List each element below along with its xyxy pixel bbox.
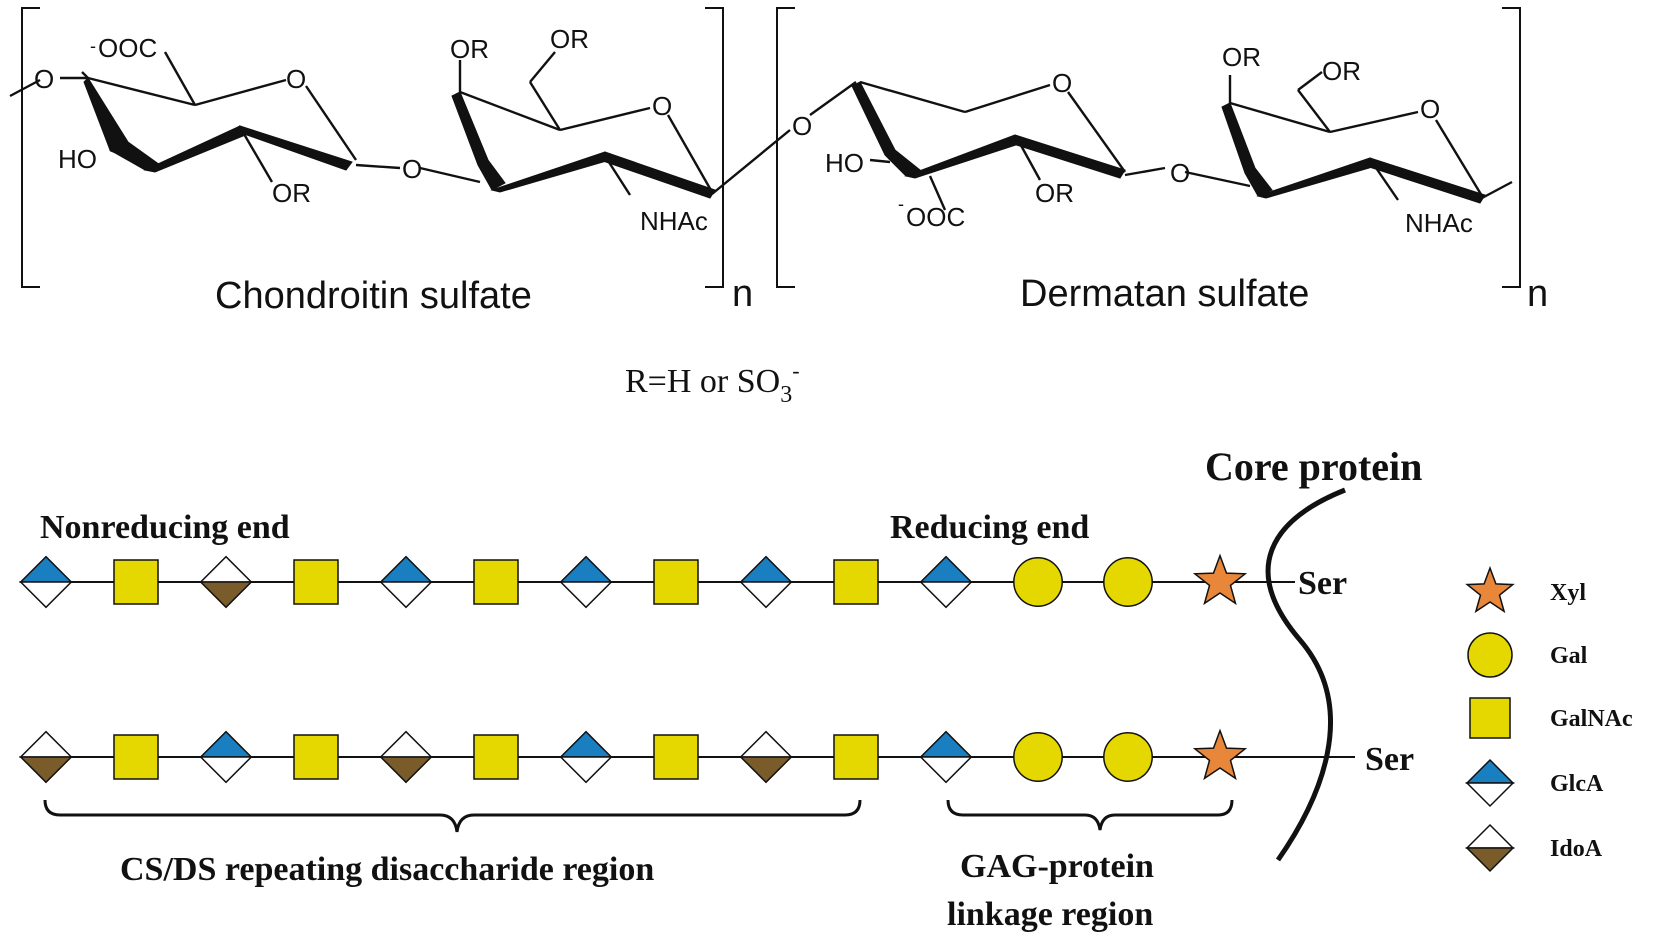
legend-label-galnac: GalNAc <box>1550 706 1633 732</box>
cs-or-c6: OR <box>550 24 589 54</box>
legend-xyl-icon <box>1465 565 1515 614</box>
cs-ho: HO <box>58 144 97 174</box>
legend-gal-icon <box>1467 632 1513 678</box>
ds-or-c4: OR <box>1222 42 1261 72</box>
cs-galnac-ring <box>419 51 791 199</box>
cs-ring-o2: O <box>652 91 672 121</box>
chain-residue-galnac-icon <box>293 734 339 780</box>
cs-subscript-n: n <box>732 273 753 315</box>
ds-name: Dermatan sulfate <box>1020 273 1309 315</box>
r-definition-sup: - <box>792 358 799 383</box>
cs-nhac: NHAc <box>640 206 708 236</box>
chain-residue-gal-icon <box>1013 557 1063 607</box>
r-definition: R=H or SO3- <box>625 358 800 408</box>
legend-label-idoa: IdoA <box>1550 836 1603 862</box>
chain-residue-xyl-icon <box>1192 728 1248 781</box>
linkage-region-label-line1: GAG-protein <box>960 848 1154 885</box>
ds-coo-charge: - <box>898 194 904 214</box>
cs-or-c4: OR <box>450 34 489 64</box>
ds-right-bracket <box>1502 7 1521 288</box>
linkage-region-label-line2: linkage region <box>947 896 1153 933</box>
core-protein-label: Core protein <box>1205 444 1422 489</box>
repeat-region-brace <box>43 799 862 833</box>
chain-residue-galnac-icon <box>833 734 879 780</box>
cs-ring-o1: O <box>286 64 306 94</box>
ds-ring-o1: O <box>1052 68 1072 98</box>
legend-glca-icon <box>1465 758 1515 808</box>
chain-residue-idoa-icon <box>378 730 434 784</box>
cs-or-c2: OR <box>272 178 311 208</box>
cs-left-bracket <box>21 7 40 288</box>
repeat-region-label: CS/DS repeating disaccharide region <box>120 851 654 888</box>
chain-row1 <box>18 553 1248 609</box>
chain-residue-glca-icon <box>558 730 614 784</box>
legend-label-xyl: Xyl <box>1550 580 1586 606</box>
chain-residue-galnac-icon <box>473 559 519 605</box>
structure-section: - OOC O O HO OR O OR OR O NHAc Chondroit… <box>9 7 1548 408</box>
legend-label-gal: Gal <box>1550 643 1588 669</box>
cs-glca-ring <box>9 51 401 183</box>
chain-residue-galnac-icon <box>653 734 699 780</box>
chain-residue-galnac-icon <box>653 559 699 605</box>
cs-coo-label: OOC <box>98 33 157 63</box>
chain-residue-galnac-icon <box>473 734 519 780</box>
chain-residue-glca-icon <box>918 555 974 609</box>
chain-residue-gal-icon <box>1013 732 1063 782</box>
ds-left-bracket <box>776 7 795 288</box>
chain-residue-galnac-icon <box>113 734 159 780</box>
chain-residue-glca-icon <box>558 555 614 609</box>
chain-residue-xyl-icon <box>1192 553 1248 606</box>
ds-idoa-ring <box>809 80 1166 211</box>
ds-subscript-n: n <box>1527 273 1548 315</box>
chain-residue-gal-icon <box>1103 557 1153 607</box>
cs-coo-charge: - <box>90 36 96 56</box>
linkage-region-brace <box>946 799 1234 831</box>
ds-glyco-o: O <box>1170 158 1190 188</box>
chain-residue-idoa-icon <box>18 730 74 784</box>
cs-name: Chondroitin sulfate <box>215 275 532 317</box>
legend-idoa-icon <box>1465 823 1515 873</box>
reducing-end-label: Reducing end <box>890 509 1089 546</box>
chain-section: Nonreducing end Reducing end Core protei… <box>18 444 1422 933</box>
ds-nhac: NHAc <box>1405 208 1473 238</box>
chain-residue-glca-icon <box>198 730 254 784</box>
chain-residue-glca-icon <box>18 555 74 609</box>
chain-residue-glca-icon <box>918 730 974 784</box>
ser-label-row1: Ser <box>1298 565 1347 602</box>
chain-residue-galnac-icon <box>113 559 159 605</box>
chain-residue-idoa-icon <box>198 555 254 609</box>
chain-residue-galnac-icon <box>833 559 879 605</box>
ser-label-row2: Ser <box>1365 741 1414 778</box>
chain-residue-galnac-icon <box>293 559 339 605</box>
r-definition-main: R=H or SO <box>625 363 780 400</box>
chain-residue-gal-icon <box>1103 732 1153 782</box>
cs-right-bracket <box>705 7 724 288</box>
ds-ho: HO <box>825 148 864 178</box>
cs-o-link-left: O <box>34 64 54 94</box>
core-protein-curve <box>1265 487 1346 862</box>
chain-residue-glca-icon <box>378 555 434 609</box>
chain-residue-idoa-icon <box>738 730 794 784</box>
chain-row2 <box>18 728 1248 784</box>
ds-ring-o2: O <box>1420 94 1440 124</box>
ds-or-c6: OR <box>1322 56 1361 86</box>
ds-atom-labels: O O HO - OOC OR O OR OR O NHAc Dermatan … <box>792 42 1548 315</box>
cs-atom-labels: - OOC O O HO OR O OR OR O NHAc Chondroit… <box>34 24 753 317</box>
cs-glyco-o: O <box>402 154 422 184</box>
legend-label-glca: GlcA <box>1550 771 1604 797</box>
ds-galnac-ring <box>1184 71 1513 204</box>
ds-coo-label: OOC <box>906 202 965 232</box>
r-definition-sub: 3 <box>780 382 792 408</box>
legend-galnac-icon <box>1469 697 1511 739</box>
chain-residue-glca-icon <box>738 555 794 609</box>
ds-o-link: O <box>792 111 812 141</box>
ds-or-c2: OR <box>1035 178 1074 208</box>
nonreducing-end-label: Nonreducing end <box>40 509 290 546</box>
